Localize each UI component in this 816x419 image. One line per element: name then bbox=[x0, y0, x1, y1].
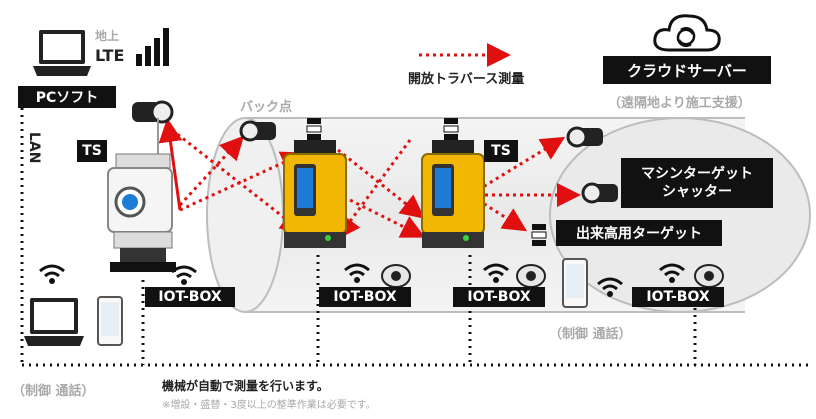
laptop-icon bbox=[24, 298, 84, 346]
tunnel bbox=[206, 117, 811, 313]
machine-target-line2: シャッター bbox=[662, 184, 732, 200]
wifi-icon bbox=[483, 263, 509, 283]
ground-label: 地上 bbox=[95, 29, 120, 43]
traverse-arrows bbox=[158, 43, 581, 240]
back-point-label: バック点 bbox=[240, 100, 293, 115]
remote-support-label: （遠隔地より施工支援） bbox=[608, 96, 751, 111]
webcam-icon bbox=[694, 264, 724, 288]
cloud-server-label: クラウドサーバー bbox=[603, 56, 771, 84]
machine-target-label: マシンターゲット シャッター bbox=[621, 158, 773, 208]
network-lines bbox=[20, 108, 810, 367]
iot-box-1: IOT-BOX bbox=[145, 287, 235, 307]
target-icon bbox=[306, 118, 322, 140]
control-call-bottom: （制御 通話） bbox=[12, 384, 95, 399]
smartphone-icon bbox=[97, 296, 123, 346]
iot-box-4: IOT-BOX bbox=[632, 287, 724, 307]
height-target-label: 出来高用ターゲット bbox=[556, 220, 722, 246]
prism-icon bbox=[239, 120, 276, 142]
wifi-icon bbox=[171, 265, 197, 285]
webcam-icon bbox=[381, 264, 411, 288]
prism-icon bbox=[132, 100, 174, 124]
wifi-icon bbox=[597, 277, 623, 297]
traverse-label: 開放トラバース測量 bbox=[408, 72, 525, 87]
yellow-robot-station-icon bbox=[421, 140, 485, 248]
cloud-sync-icon bbox=[653, 14, 721, 52]
iot-box-3: IOT-BOX bbox=[453, 287, 545, 307]
note-sub: ※増設・盛替・3度以上の整準作業は必要です。 bbox=[162, 400, 376, 411]
control-call-tunnel: （制御 通話） bbox=[549, 327, 632, 342]
prism-icon bbox=[581, 182, 618, 204]
note-main: 機械が自動で測量を行います。 bbox=[162, 379, 329, 393]
iot-box-2: IOT-BOX bbox=[319, 287, 411, 307]
ts-left-label: TS bbox=[77, 140, 107, 162]
laptop-icon bbox=[33, 30, 91, 76]
total-station-icon bbox=[107, 118, 176, 272]
yellow-robot-station-icon bbox=[283, 140, 347, 248]
machine-target-line1: マシンターゲット bbox=[641, 166, 753, 182]
wifi-icon bbox=[344, 263, 370, 283]
signal-bars-icon bbox=[136, 28, 169, 66]
wifi-icon bbox=[39, 264, 65, 284]
pc-soft-label: PCソフト bbox=[18, 86, 116, 108]
smartphone-icon bbox=[562, 258, 588, 308]
lan-label: LAN bbox=[26, 132, 42, 164]
lte-label: LTE bbox=[95, 46, 125, 65]
target-icon bbox=[531, 224, 547, 246]
ts-right-label: TS bbox=[484, 140, 518, 162]
target-icon bbox=[443, 118, 459, 140]
wifi-icon bbox=[659, 263, 685, 283]
prism-icon bbox=[566, 126, 603, 148]
webcam-icon bbox=[516, 264, 546, 288]
